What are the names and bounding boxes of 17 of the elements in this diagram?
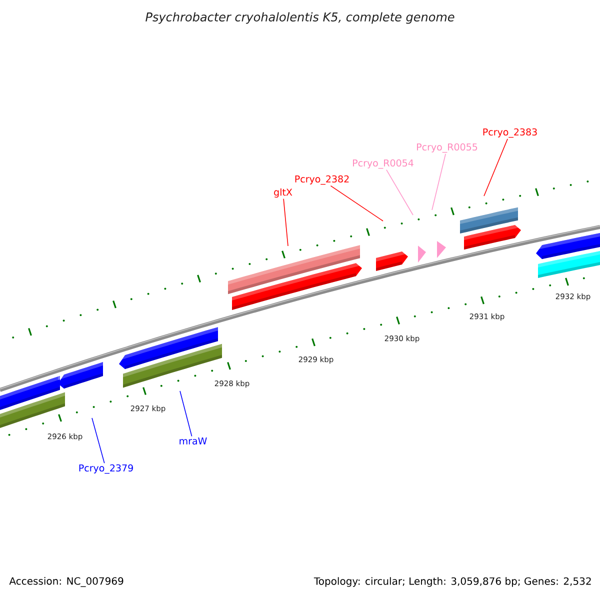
- info-text: Topology: circular; Length: 3,059,876 bp; Genes: 2,532: [314, 577, 591, 587]
- title: Psychrobacter cryohalolentis K5, complete genome: [146, 12, 454, 24]
- info-text: Accession: NC_007969: [9, 577, 124, 587]
- gene-label: Pcryo_R0054: [353, 159, 414, 169]
- leader-line: [283, 198, 288, 246]
- gene-label: Pcryo_R0055: [417, 143, 478, 153]
- leader-line: [180, 390, 192, 437]
- gene-label: mraW: [180, 437, 207, 445]
- leader-line: [432, 153, 446, 210]
- gene-label: Pcryo_2379: [79, 464, 133, 474]
- leader-line: [484, 138, 508, 196]
- leader-line: [386, 169, 414, 216]
- gene-label: Pcryo_2382: [295, 175, 349, 185]
- leader-line: [92, 418, 105, 464]
- gene-label: Pcryo_2383: [483, 128, 537, 138]
- leader-line: [330, 185, 384, 222]
- gene-label: gltX: [274, 188, 292, 198]
